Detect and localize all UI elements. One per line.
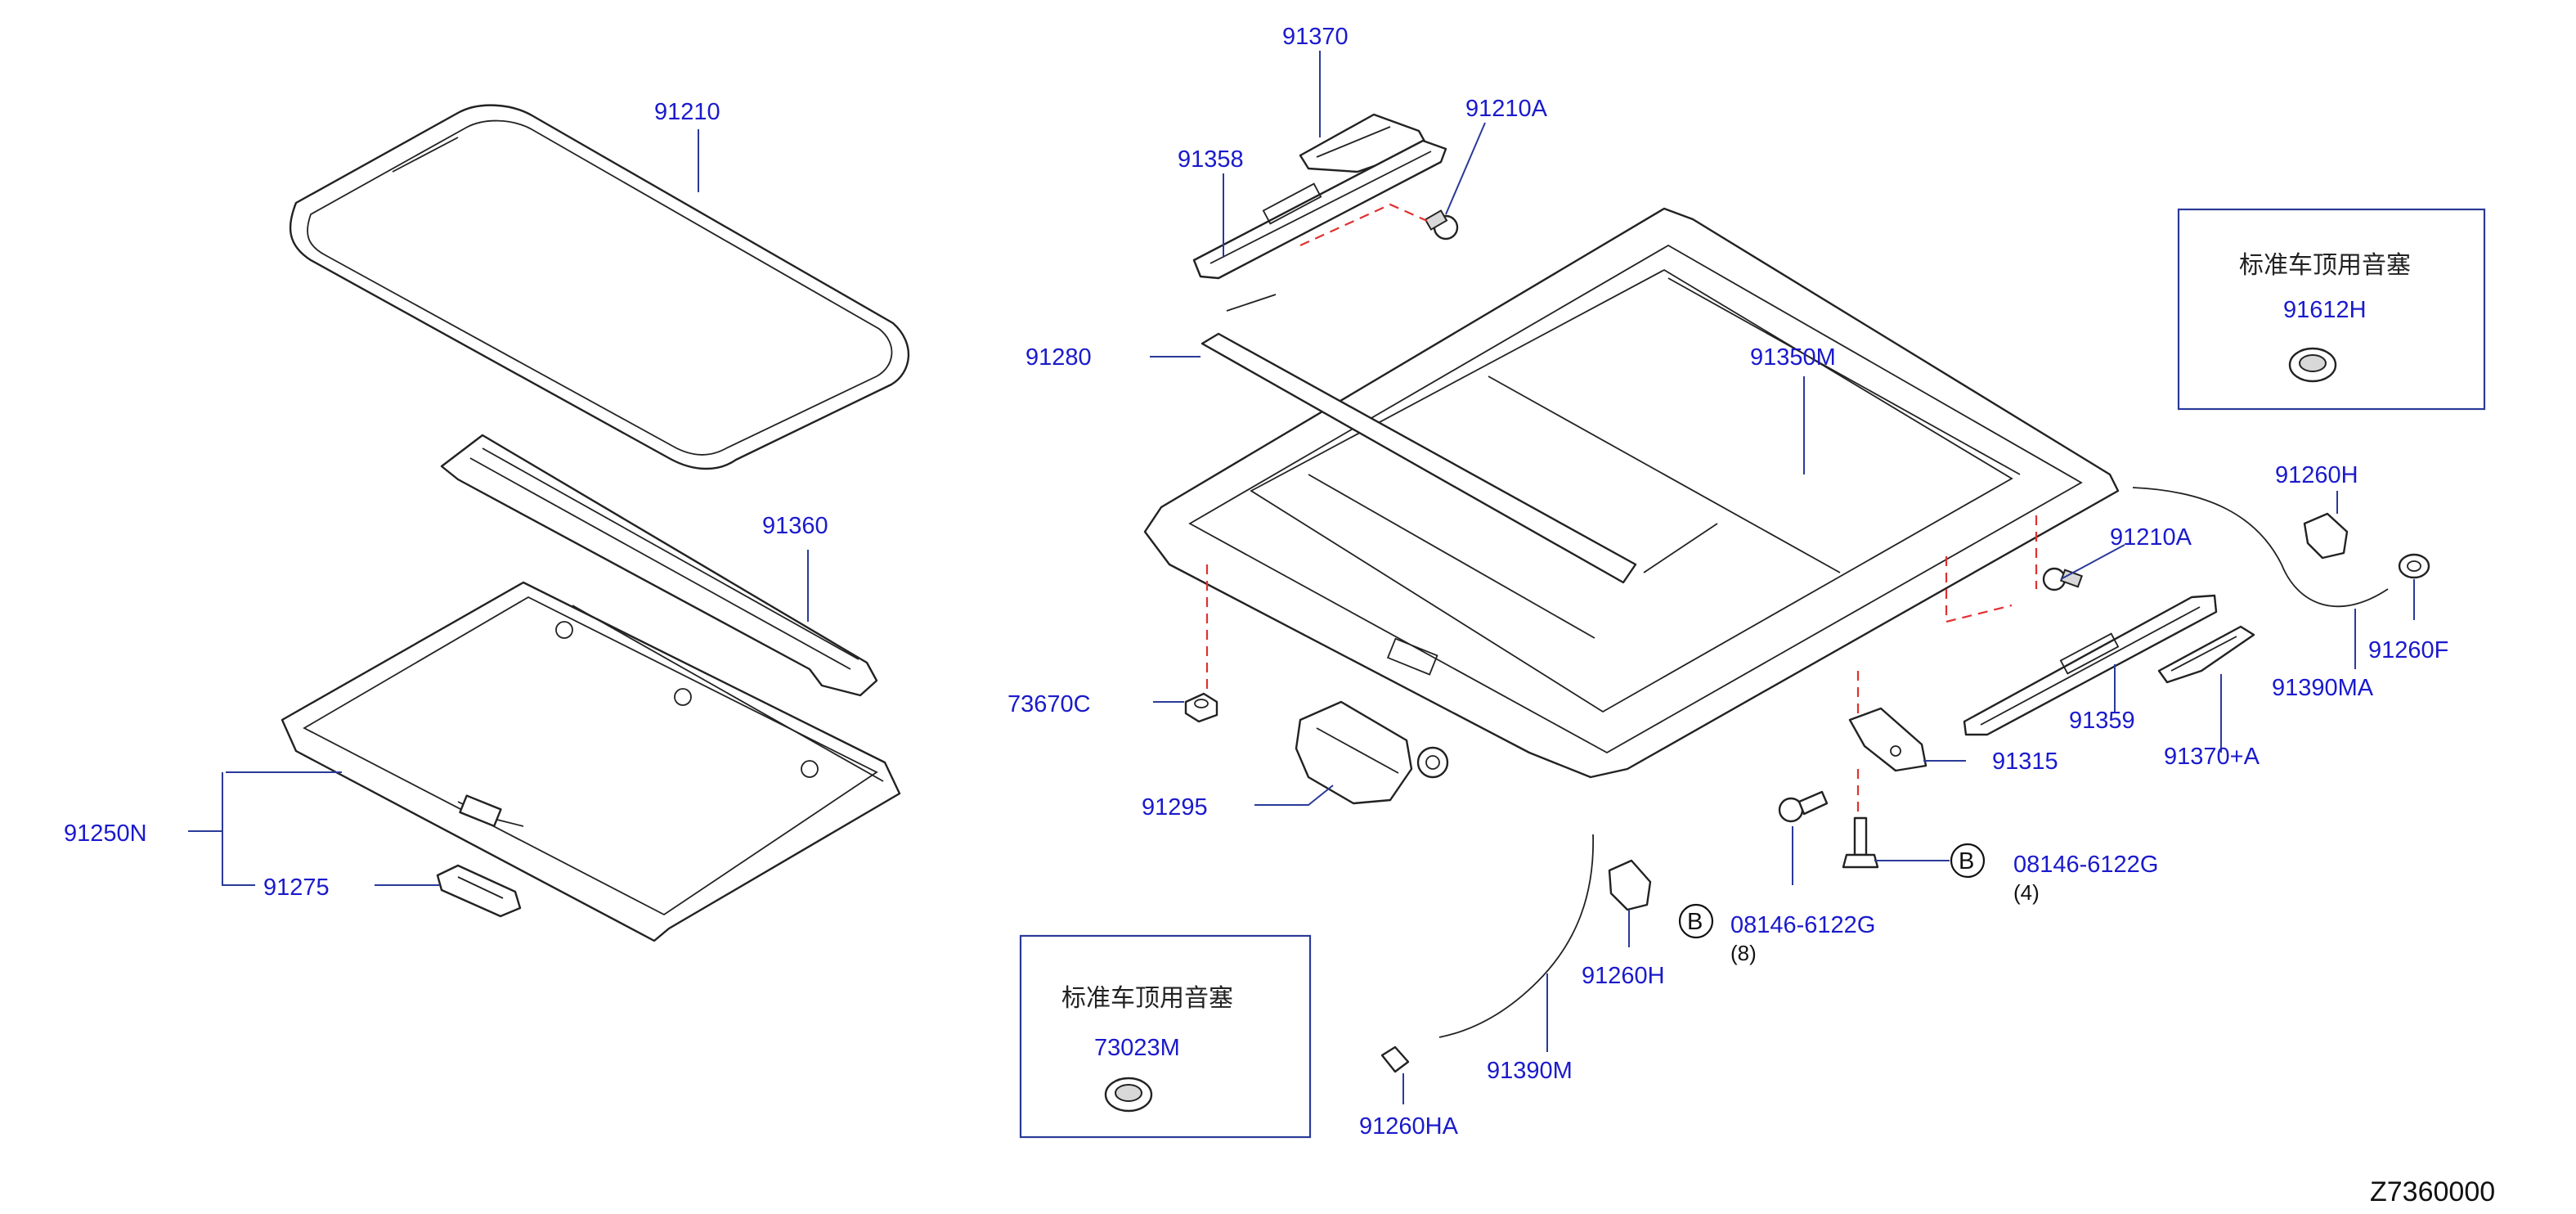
note-top-right: 标准车顶用音塞 bbox=[2239, 251, 2411, 280]
deflector-91280 bbox=[1200, 294, 1718, 584]
assembly-guides bbox=[1205, 203, 2038, 818]
label-91359[interactable]: 91359 bbox=[2069, 708, 2135, 734]
note-box-bottom-left bbox=[1019, 934, 1312, 1139]
label-91295[interactable]: 91295 bbox=[1142, 794, 1208, 821]
bolt-part-left[interactable]: 08146-6122G bbox=[1730, 912, 1875, 938]
bolt-qty-right: (4) bbox=[2013, 880, 2040, 905]
bolt-reference-left[interactable]: B 08146-6122G (8) bbox=[1678, 903, 1875, 965]
note-box-top-right bbox=[2177, 208, 2486, 411]
sunshade-91250N bbox=[280, 581, 901, 942]
connector-91260HA bbox=[1380, 1045, 1410, 1073]
label-91280[interactable]: 91280 bbox=[1025, 344, 1092, 371]
label-91315[interactable]: 91315 bbox=[1992, 749, 2058, 775]
label-91370[interactable]: 91370 bbox=[1282, 24, 1349, 50]
drain-hose-91390M bbox=[1438, 834, 1595, 1038]
grommet-73023M bbox=[1104, 1077, 1153, 1113]
bolt-marker-right: B bbox=[1959, 848, 1974, 875]
bolt-reference-right[interactable]: B 08146-6122G (4) bbox=[1950, 843, 2158, 905]
diagram-code: Z7360000 bbox=[2370, 1176, 2495, 1207]
label-91260H-right[interactable]: 91260H bbox=[2275, 462, 2358, 488]
label-91360[interactable]: 91360 bbox=[762, 513, 828, 539]
label-91390MA[interactable]: 91390MA bbox=[2272, 675, 2374, 701]
leader-lines bbox=[188, 51, 2415, 1104]
label-91275[interactable]: 91275 bbox=[263, 875, 330, 901]
label-91210A-right[interactable]: 91210A bbox=[2110, 524, 2192, 551]
label-91350M[interactable]: 91350M bbox=[1750, 344, 1836, 371]
label-91210[interactable]: 91210 bbox=[654, 99, 720, 125]
note-bottom-left: 标准车顶用音塞 bbox=[1061, 984, 1233, 1013]
label-91358[interactable]: 91358 bbox=[1178, 146, 1244, 173]
label-91250N[interactable]: 91250N bbox=[64, 821, 147, 847]
grommet-91260F bbox=[2398, 553, 2430, 579]
guide-rail-91358 bbox=[1192, 139, 1447, 280]
clip-91260H-right bbox=[2303, 512, 2349, 560]
seal-strip-91360 bbox=[440, 434, 878, 697]
bolt-91210A-right bbox=[2042, 567, 2084, 591]
bolt-marker-left: B bbox=[1687, 909, 1703, 935]
label-91390M[interactable]: 91390M bbox=[1487, 1058, 1573, 1084]
label-91260F[interactable]: 91260F bbox=[2368, 637, 2448, 663]
glass-panel-91210 bbox=[289, 104, 910, 470]
slider-91370A bbox=[2157, 625, 2255, 684]
bolt-qty-left: (8) bbox=[1730, 941, 1757, 965]
label-91210A-top[interactable]: 91210A bbox=[1465, 96, 1548, 122]
bolt-08146-right bbox=[1842, 816, 1879, 869]
label-73023M[interactable]: 73023M bbox=[1094, 1035, 1180, 1061]
motor-91295 bbox=[1295, 700, 1449, 805]
clip-91260H-bottom bbox=[1608, 859, 1652, 911]
bolt-08146-left bbox=[1778, 790, 1829, 823]
bolt-part-right[interactable]: 08146-6122G bbox=[2013, 852, 2158, 878]
bracket-91315 bbox=[1848, 707, 1928, 772]
sunroof-frame-91350M bbox=[1143, 207, 2120, 779]
grommet-91612H bbox=[2288, 347, 2337, 383]
handle-91275 bbox=[436, 864, 522, 918]
bolt-91210A-top bbox=[1424, 209, 1459, 241]
drain-hose-91390MA bbox=[2132, 487, 2389, 608]
guide-rail-91359 bbox=[1963, 594, 2218, 736]
nut-73670C bbox=[1184, 692, 1218, 723]
label-73670C[interactable]: 73670C bbox=[1008, 691, 1091, 717]
label-91260HA[interactable]: 91260HA bbox=[1359, 1113, 1459, 1140]
label-91260H-bottom[interactable]: 91260H bbox=[1582, 963, 1665, 989]
label-91370A[interactable]: 91370+A bbox=[2164, 744, 2260, 770]
label-91612H[interactable]: 91612H bbox=[2283, 297, 2367, 323]
